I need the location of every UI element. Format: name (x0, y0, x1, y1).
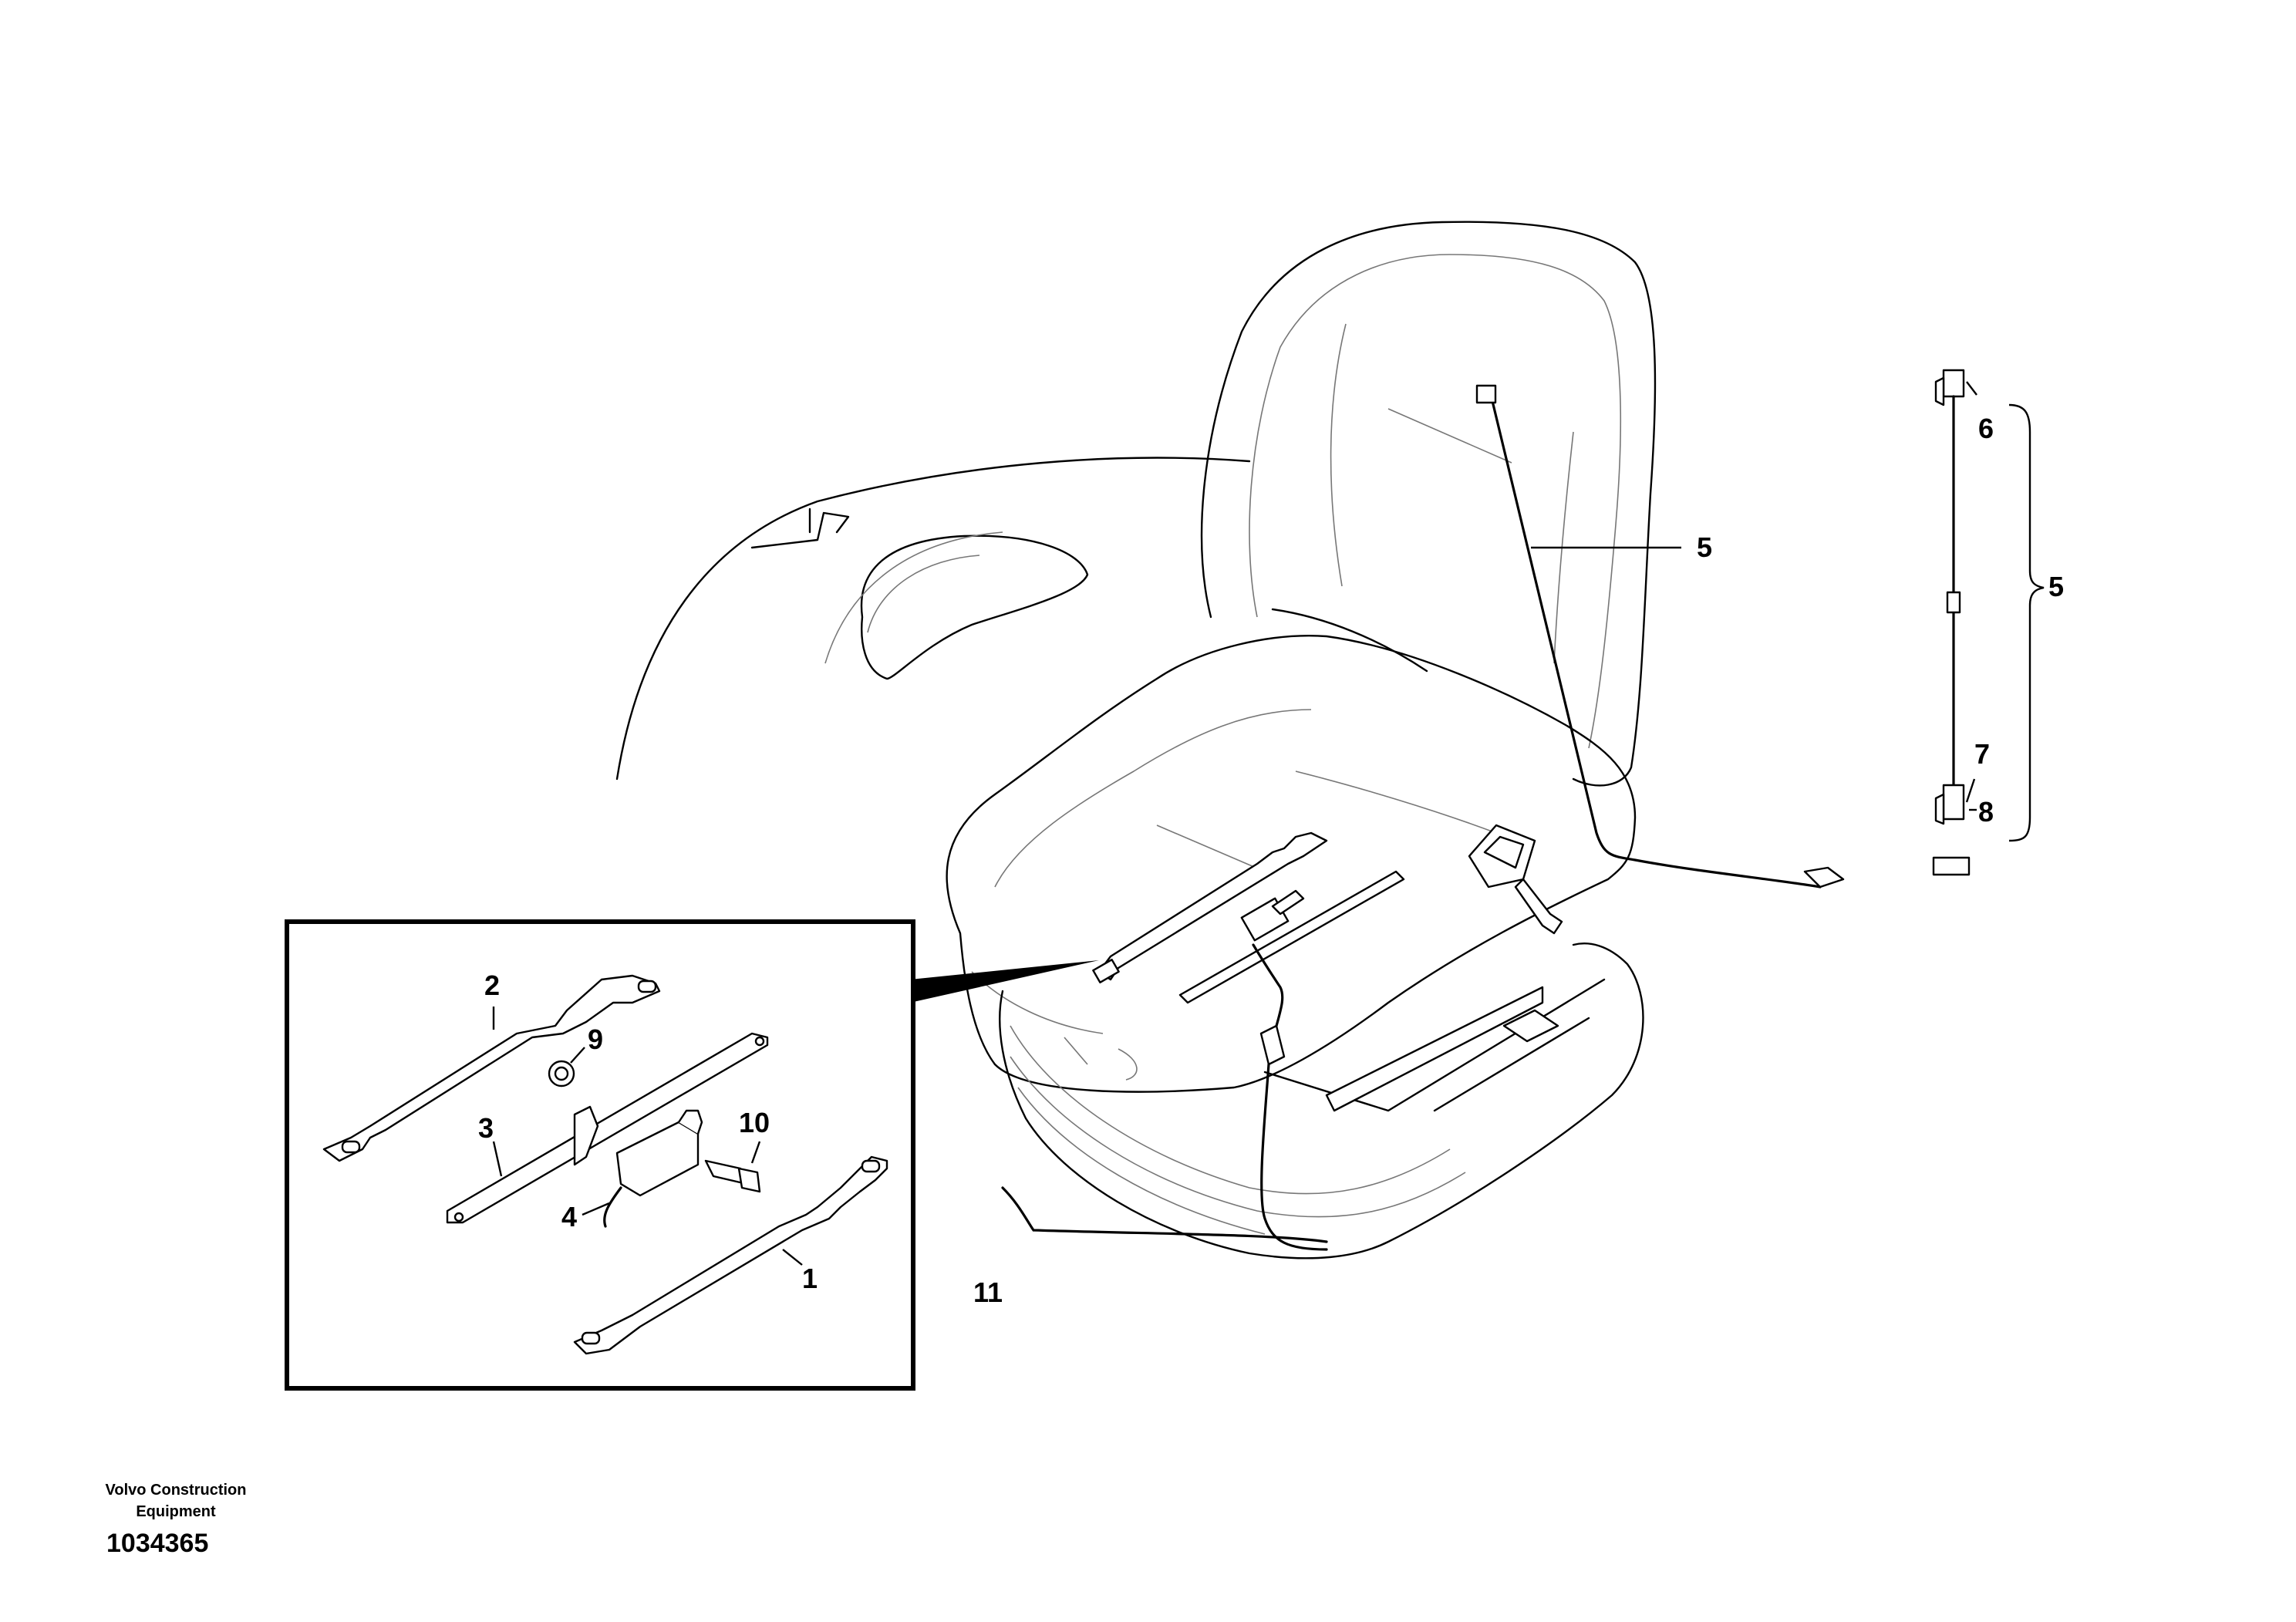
callout-1: 1 (802, 1263, 818, 1294)
callout-5-wire: 5 (1697, 531, 1712, 563)
callout-6: 6 (1978, 413, 1994, 444)
drawing-number: 1034365 (106, 1529, 209, 1558)
manufacturer-line-1: Volvo Construction (105, 1482, 247, 1499)
seat-backrest (1200, 221, 1657, 787)
callout-3: 3 (478, 1112, 494, 1144)
seat-base (999, 943, 1644, 1259)
callout-10: 10 (739, 1107, 770, 1138)
callout-4: 4 (561, 1201, 577, 1233)
seat-belt-buckle (1468, 824, 1563, 935)
callout-9: 9 (588, 1023, 603, 1055)
detail-inset (285, 919, 1099, 1391)
wiring (1001, 384, 1845, 1251)
drawing-footer: Volvo Construction Equipment 1034365 (76, 1479, 276, 1559)
callout-11: 11 (973, 1276, 1003, 1308)
rail-part-2 (322, 974, 661, 1162)
callout-7: 7 (1974, 738, 1990, 770)
cab-shell (615, 457, 1251, 781)
callout-2: 2 (484, 969, 500, 1001)
callout-5-bracket: 5 (2048, 571, 2064, 602)
rail-part-3 (446, 1032, 769, 1224)
harness-exploded (1932, 369, 2045, 876)
manufacturer-line-2: Equipment (136, 1503, 216, 1520)
seat-rails (1092, 831, 1405, 1004)
rail-part-1 (573, 1155, 888, 1355)
callout-8: 8 (1978, 796, 1994, 828)
